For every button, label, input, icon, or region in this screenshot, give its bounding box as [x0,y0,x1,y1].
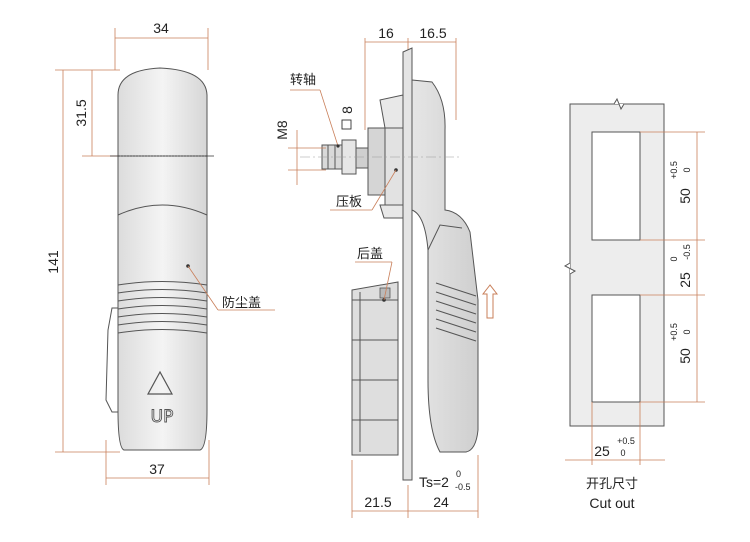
cutout-view: 50 +0.5 0 25 0 -0.5 50 +0.5 0 25 +0.5 0 … [563,97,705,511]
slide-up-arrow-icon [481,284,499,319]
hole2-tol-lower: 0 [682,329,692,334]
dust-cover-label: 防尘盖 [222,295,261,311]
up-arrow-icon [146,370,174,395]
hole1-tol-upper: +0.5 [669,161,679,179]
square-icon [341,119,352,130]
cutout-width-dim: 25 [594,443,610,459]
front-view: 34 141 31.5 UP [45,20,275,485]
ts-label: Ts=2 [419,474,449,490]
cutout-hole-1 [591,131,641,241]
cutout-width-tol-upper: +0.5 [617,436,635,446]
cutout-title-en: Cut out [589,495,634,511]
back-cover-label: 后盖 [357,247,383,262]
m8-dim: M8 [274,120,290,140]
side-handle [411,79,479,453]
square8-dim: 8 [339,106,355,114]
shaft-label: 转轴 [290,73,316,88]
gap-dim: 25 [677,272,693,288]
ts-tol-upper: 0 [456,469,461,479]
grip-ridges [117,281,208,334]
side-ridges [435,282,477,342]
handle-body [117,67,208,451]
plate-label: 压板 [336,195,362,210]
ts-tol-lower: -0.5 [455,482,471,492]
up-label: UP [151,407,174,427]
front-width-bottom-dim: 37 [149,461,165,477]
front-height-top-dim: 31.5 [73,99,89,126]
panel-plate [402,47,413,481]
hole1-dim: 50 [677,188,693,204]
cutout-hole-2 [591,294,641,403]
side-view: 16 16.5 M8 [274,25,499,518]
back-cover [351,281,399,456]
gap-tol-lower: -0.5 [682,244,692,260]
cutout-width-tol-lower: 0 [620,448,625,458]
front-width-top-dim: 34 [153,20,169,36]
hole1-tol-lower: 0 [682,167,692,172]
gap-tol-upper: 0 [669,256,679,261]
side-top-right-dim: 16.5 [419,25,446,41]
hole2-tol-upper: +0.5 [669,323,679,341]
side-bottom-left-dim: 21.5 [364,494,391,510]
side-top-left-dim: 16 [378,25,394,41]
hole2-dim: 50 [677,348,693,364]
cutout-title-cn: 开孔尺寸 [586,477,638,492]
front-height-total-dim: 141 [45,250,61,274]
side-bottom-right-dim: 24 [433,494,449,510]
